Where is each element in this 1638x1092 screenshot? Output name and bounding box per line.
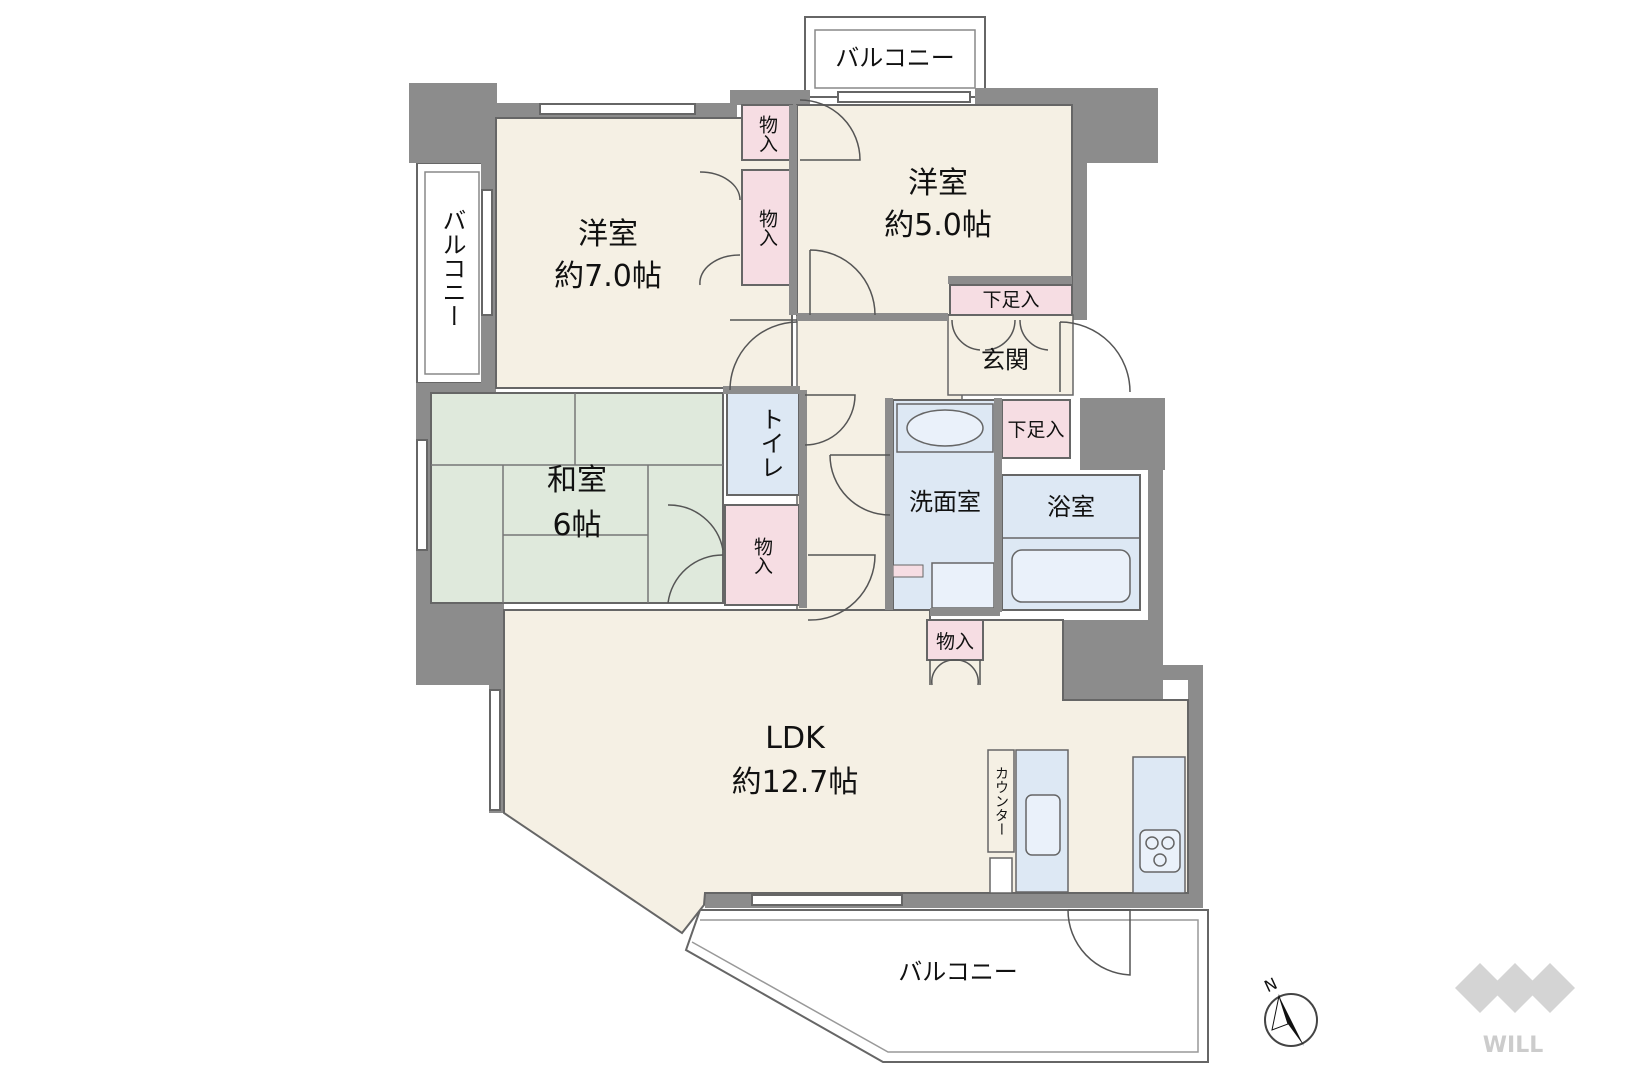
kitchen-sink-basin bbox=[1025, 794, 1061, 856]
room-ldk-name: LDK bbox=[765, 721, 826, 756]
will-logo-icon: WILL bbox=[1455, 963, 1575, 1058]
room-japanese-name: 和室 bbox=[547, 463, 607, 498]
room-western-large-size: 約7.0帖 bbox=[554, 259, 662, 294]
tatami-lines bbox=[431, 393, 723, 603]
room-washroom-name: 洗面室 bbox=[909, 488, 981, 516]
shoe-storage-side-label: 下足入 bbox=[1007, 419, 1064, 441]
room-ldk-size: 約12.7帖 bbox=[732, 765, 859, 800]
closet-western-label: 物入 bbox=[756, 209, 778, 247]
balcony-left-label: バルコニー bbox=[438, 208, 466, 328]
closet-japanese bbox=[724, 504, 800, 606]
compass-north-label: N bbox=[1261, 974, 1280, 996]
balcony-bottom-label: バルコニー bbox=[898, 958, 1018, 986]
balcony-top-area bbox=[804, 16, 986, 98]
room-toilet bbox=[726, 392, 800, 496]
compass-icon: N bbox=[1261, 974, 1318, 1047]
room-western-large-name: 洋室 bbox=[578, 217, 638, 252]
sink-basin bbox=[906, 409, 984, 447]
room-japanese-size: 6帖 bbox=[552, 508, 601, 543]
closet-top-label: 物入 bbox=[756, 115, 778, 153]
windows bbox=[416, 91, 971, 906]
washing-machine-pan bbox=[931, 562, 995, 609]
shoe-storage-top bbox=[949, 284, 1073, 316]
washroom-shelf bbox=[892, 564, 924, 578]
closet-ldk-label: 物入 bbox=[936, 631, 974, 653]
logo-text: WILL bbox=[1483, 1033, 1544, 1058]
kitchen-counter-label-panel bbox=[987, 749, 1015, 853]
closet-top bbox=[741, 104, 793, 161]
closet-ldk bbox=[926, 619, 984, 661]
door-swings bbox=[667, 99, 1131, 976]
stove-icon bbox=[1139, 829, 1181, 873]
bathtub bbox=[1011, 549, 1131, 603]
room-entrance bbox=[947, 314, 1074, 396]
balcony-top-label: バルコニー bbox=[835, 44, 955, 72]
closet-japanese-label: 物入 bbox=[751, 537, 773, 575]
room-bath-name: 浴室 bbox=[1047, 493, 1095, 521]
interior-walls bbox=[723, 105, 1072, 616]
shoe-storage-top-label: 下足入 bbox=[982, 289, 1039, 311]
kitchen-pillar bbox=[989, 857, 1013, 894]
room-western-small-name: 洋室 bbox=[908, 166, 968, 201]
closet-western bbox=[741, 169, 793, 286]
room-toilet-name: トイレ bbox=[756, 407, 784, 479]
kitchen-counter-label: カウンター bbox=[993, 766, 1009, 836]
room-entrance-name: 玄関 bbox=[981, 346, 1029, 374]
shoe-storage-side bbox=[1001, 399, 1071, 459]
room-japanese bbox=[430, 392, 724, 604]
balcony-bottom-area bbox=[684, 909, 1209, 1063]
room-western-small-size: 約5.0帖 bbox=[884, 208, 992, 243]
